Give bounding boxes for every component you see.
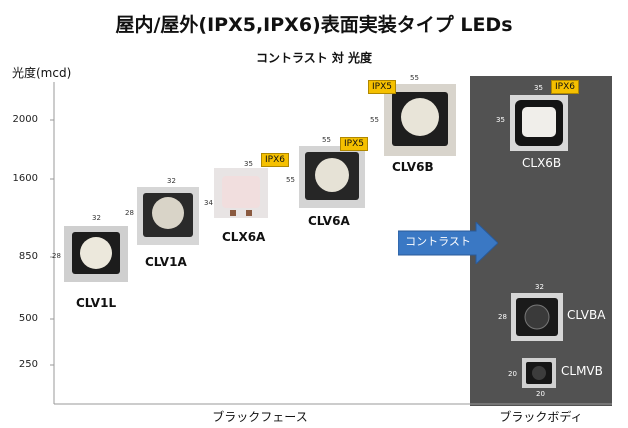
dim-depth-clv6a: 55 xyxy=(286,176,295,184)
dim-width-clv1l: 32 xyxy=(92,214,101,222)
y-axis-label: 光度(mcd) xyxy=(12,66,72,80)
label-clx6a: CLX6A xyxy=(222,230,266,244)
ipx-badge-clx6a: IPX6 xyxy=(261,153,289,167)
contrast-arrow-label: コントラスト xyxy=(405,235,471,248)
led-chip-clx6b xyxy=(510,95,568,151)
dim-width-clv1a: 32 xyxy=(167,177,176,185)
y-tick-250: 250 xyxy=(18,359,38,370)
dim-depth-clmvb: 20 xyxy=(536,390,545,398)
ipx-badge-clv6b: IPX5 xyxy=(368,80,396,94)
led-chip-clv6a xyxy=(299,146,365,208)
dim-width-clv6b: 55 xyxy=(410,74,419,82)
dim-depth-clv6b: 55 xyxy=(370,116,379,124)
label-clmvb: CLMVB xyxy=(561,364,603,378)
dim-width-clvba: 32 xyxy=(535,283,544,291)
led-chip-clx6a xyxy=(214,168,268,218)
dim-width-clmvb: 20 xyxy=(508,370,517,378)
label-clv1l: CLV1L xyxy=(76,296,117,310)
page-title: 屋内/屋外(IPX5,IPX6)表面実装タイプ LEDs xyxy=(115,14,513,36)
dim-width-clx6b: 35 xyxy=(534,84,543,92)
dim-width-clx6a: 35 xyxy=(244,160,253,168)
led-chip-clv1a xyxy=(137,187,199,245)
dim-depth-clx6a: 34 xyxy=(204,199,213,207)
led-chip-clv6b xyxy=(384,84,456,156)
label-clv1a: CLV1A xyxy=(145,255,187,269)
dim-depth-clv1l: 28 xyxy=(52,252,61,260)
y-tick-2000: 2000 xyxy=(12,114,38,125)
y-tick-1600: 1600 xyxy=(12,173,38,184)
led-chip-clvba xyxy=(511,293,563,341)
dim-depth-clvba: 28 xyxy=(498,313,507,321)
label-clv6b: CLV6B xyxy=(392,160,434,174)
label-clvba: CLVBA xyxy=(567,308,606,322)
x-group-label-black-face: ブラックフェース xyxy=(212,410,308,424)
dim-depth-clv1a: 28 xyxy=(125,209,134,217)
label-clx6b: CLX6B xyxy=(522,156,562,170)
dim-width-clv6a: 55 xyxy=(322,136,331,144)
y-tick-850: 850 xyxy=(18,251,38,262)
chart-title: コントラスト 対 光度 xyxy=(255,51,373,65)
label-clv6a: CLV6A xyxy=(308,214,350,228)
y-tick-500: 500 xyxy=(18,313,38,324)
contrast-arrow xyxy=(398,222,498,264)
ipx-badge-clv6a: IPX5 xyxy=(340,137,368,151)
dim-depth-clx6b: 35 xyxy=(496,116,505,124)
ipx-badge-clx6b: IPX6 xyxy=(551,80,579,94)
x-group-label-black-body: ブラックボディ xyxy=(499,410,583,424)
led-chip-clv1l xyxy=(64,226,128,282)
led-chip-clmvb xyxy=(522,358,556,388)
